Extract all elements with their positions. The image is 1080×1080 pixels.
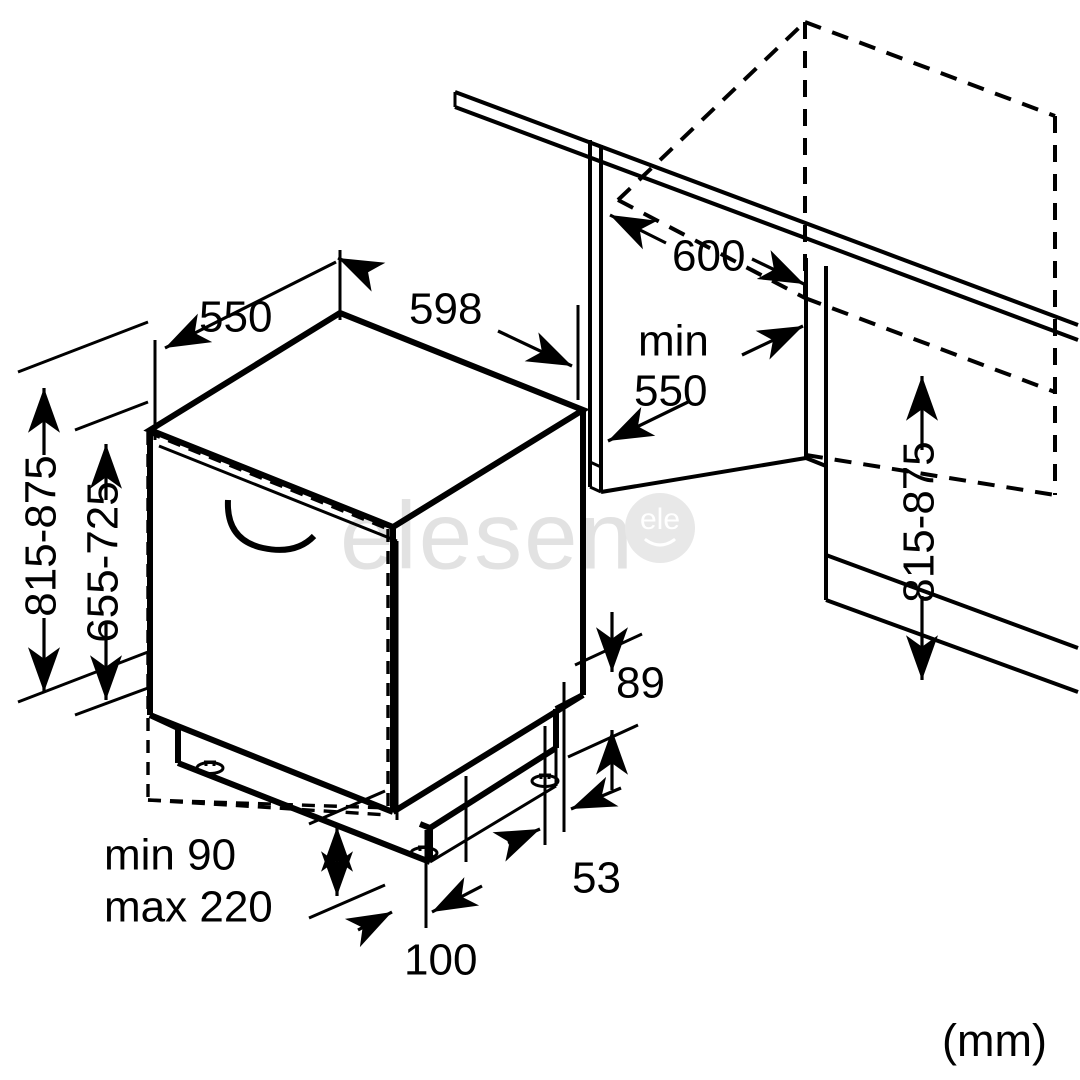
worktop (453, 90, 1079, 342)
dimension-100-foot-setback: 100 (344, 776, 483, 985)
dimension-label-815-875-left: 815-875 (17, 455, 66, 616)
dimension-label-655-725: 655-725 (79, 481, 128, 642)
dimension-label-max-220: max 220 (104, 883, 273, 932)
foot-front-right (409, 845, 439, 860)
dimension-label-min: min (638, 317, 709, 366)
cabinet-niche (588, 140, 1079, 694)
dimension-598-width: 598 (337, 256, 580, 400)
dimension-label-550-niche: 550 (634, 367, 707, 416)
dimension-815-875-left: 815-875 (17, 320, 149, 704)
dimension-label-53: 53 (572, 854, 621, 903)
dimension-53-plinth-recess: 53 (492, 682, 622, 903)
dimension-label-89: 89 (616, 659, 665, 708)
foot-front-left (195, 760, 225, 775)
dimension-label-min-90: min 90 (104, 831, 236, 880)
watermark-badge-text: ele (640, 503, 680, 536)
dimension-655-725-left: 655-725 (74, 400, 149, 717)
dimension-89-plinth-height: 89 (567, 612, 665, 790)
dimension-plinth-range: min 90 max 220 (104, 789, 386, 932)
unit-label: (mm) (942, 1015, 1047, 1066)
dimension-label-600: 600 (672, 232, 745, 281)
dimension-min-550-niche-depth: min 550 (607, 317, 804, 443)
plinth-and-feet (148, 692, 585, 865)
dimension-label-100: 100 (404, 936, 477, 985)
dimension-label-550: 550 (199, 293, 272, 342)
door-handle-icon (224, 499, 317, 553)
dimension-815-875-right: 815-875 (895, 376, 944, 680)
dimension-label-598: 598 (409, 285, 482, 334)
dimension-600-niche-width: 600 (609, 213, 805, 286)
dishwasher-body (143, 309, 590, 820)
watermark-badge-circle (625, 493, 695, 563)
dimension-label-815-875-right: 815-875 (895, 441, 944, 602)
watermark-smile-icon (644, 538, 676, 547)
